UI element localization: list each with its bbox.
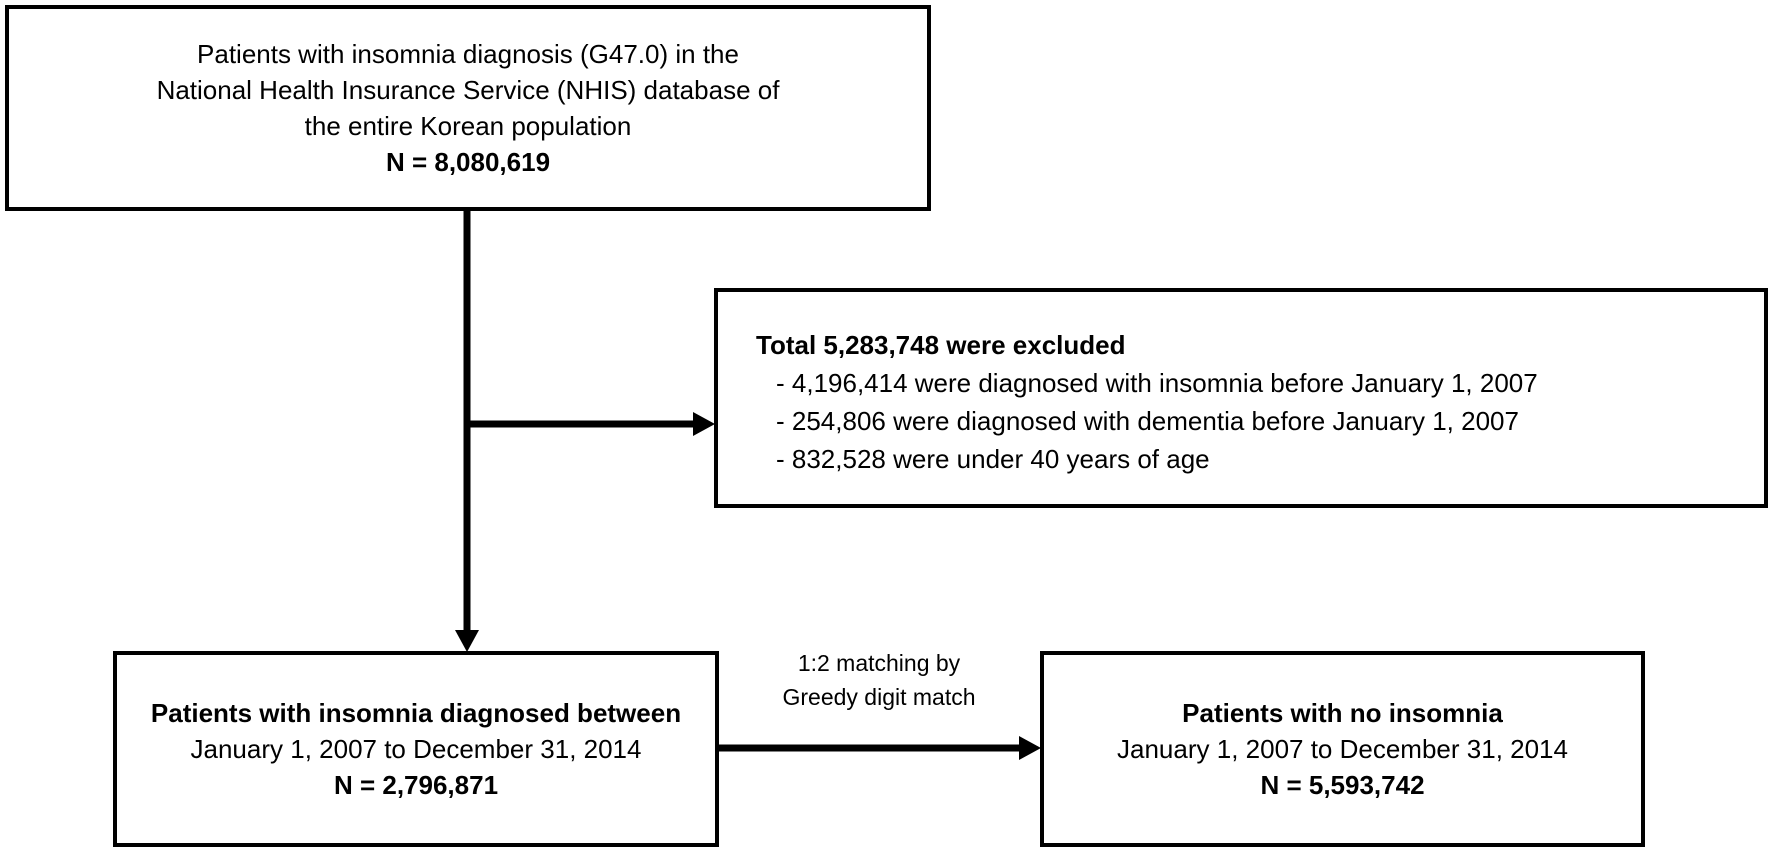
exclusion-item-insomnia: - 4,196,414 were diagnosed with insomnia… — [776, 368, 1538, 398]
insomnia-cohort-title: Patients with insomnia diagnosed between — [150, 698, 682, 728]
source-population-line-3: the entire Korean population — [304, 111, 632, 141]
insomnia-cohort-count: N = 2,796,871 — [333, 770, 499, 800]
source-population-box: Patients with insomnia diagnosis (G47.0)… — [5, 5, 931, 211]
exclusion-item-dementia: - 254,806 were diagnosed with dementia b… — [776, 406, 1519, 436]
source-population-line-2: National Health Insurance Service (NHIS)… — [156, 75, 780, 105]
source-population-line-1: Patients with insomnia diagnosis (G47.0)… — [197, 39, 739, 69]
no-insomnia-cohort-period: January 1, 2007 to December 31, 2014 — [1117, 734, 1568, 764]
insomnia-cohort-box: Patients with insomnia diagnosed between… — [113, 651, 719, 847]
no-insomnia-cohort-count: N = 5,593,742 — [1260, 770, 1425, 800]
matching-label: 1:2 matching by Greedy digit match — [729, 646, 1029, 714]
no-insomnia-cohort-box: Patients with no insomnia January 1, 200… — [1040, 651, 1645, 847]
no-insomnia-cohort-title: Patients with no insomnia — [1182, 698, 1503, 728]
exclusion-box: Total 5,283,748 were excluded - 4,196,41… — [714, 288, 1768, 508]
arrowhead-right-matching — [1019, 736, 1041, 760]
exclusion-title: Total 5,283,748 were excluded — [756, 330, 1126, 360]
insomnia-cohort-period: January 1, 2007 to December 31, 2014 — [190, 734, 642, 764]
arrowhead-right-exclusion — [693, 412, 715, 436]
exclusion-item-age: - 832,528 were under 40 years of age — [776, 444, 1210, 474]
matching-label-line-1: 1:2 matching by — [797, 650, 961, 676]
source-population-count: N = 8,080,619 — [385, 147, 551, 177]
matching-label-line-2: Greedy digit match — [782, 684, 976, 710]
arrowhead-down — [455, 630, 479, 652]
